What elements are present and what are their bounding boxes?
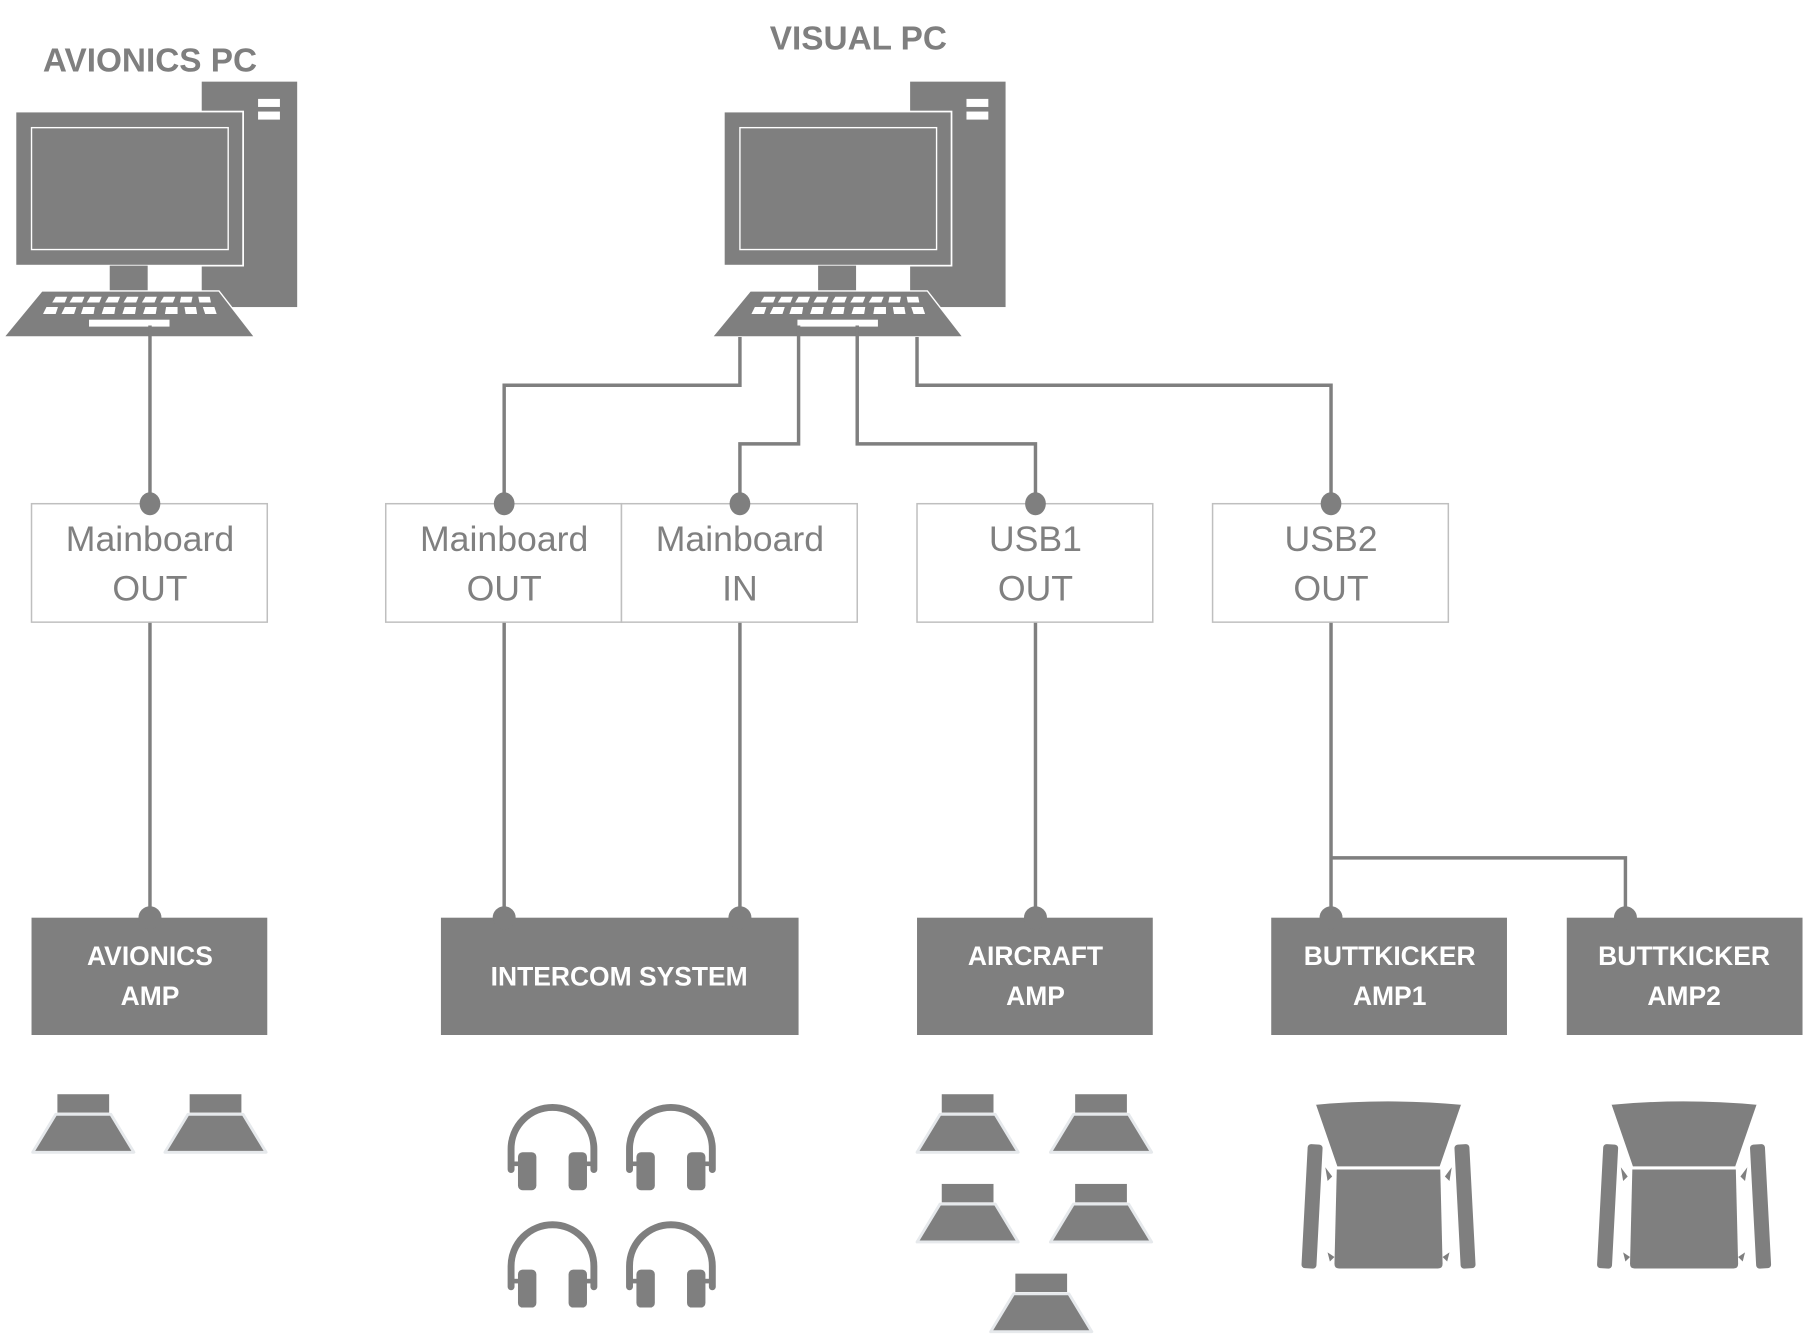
device-buttkicker-amp2[interactable]: BUTTKICKER AMP2 [1566, 906, 1803, 1035]
connector-dot [1025, 492, 1046, 516]
port-label-line1: Mainboard [66, 519, 234, 559]
connector-dot [138, 906, 162, 930]
speaker-icon [1048, 1181, 1154, 1244]
port-label-line1: USB1 [989, 519, 1082, 559]
headphones-icon [630, 1107, 713, 1190]
port-avionics-mainboard-out[interactable]: Mainboard OUT [30, 502, 269, 623]
connector-dot [1023, 906, 1047, 930]
port-label-line1: Mainboard [420, 519, 588, 559]
connector-dot [139, 492, 161, 516]
speaker-icon [989, 1271, 1094, 1334]
port-label-line1: Mainboard [656, 519, 824, 559]
connector-dot [492, 906, 516, 930]
device-label-line2: AMP [121, 981, 180, 1011]
connector-dot [728, 906, 752, 930]
headphones-icon [630, 1225, 713, 1308]
headphones-icon [511, 1225, 594, 1308]
device-avionics-amp[interactable]: AVIONICS AMP [31, 906, 268, 1035]
port-label-line2: OUT [112, 568, 187, 608]
device-label-line1: AVIONICS [87, 941, 213, 971]
speaker-icon [915, 1181, 1020, 1244]
port-label-line2: IN [722, 568, 758, 608]
wire-visual-to-usb2 [915, 336, 1333, 504]
wire-visual-to-mainboard-in [738, 325, 801, 504]
wire-visual-to-usb1 [855, 325, 1038, 504]
port-label-line2: OUT [1293, 568, 1368, 608]
avionics-pc-title: AVIONICS PC [43, 42, 257, 79]
port-label-line2: OUT [467, 568, 542, 608]
connector-dot [1320, 492, 1342, 516]
port-visual-usb2-out[interactable]: USB2 OUT [1211, 502, 1450, 623]
device-buttkicker-amp1[interactable]: BUTTKICKER AMP1 [1271, 906, 1507, 1035]
wire-usb2-to-buttkicker-amp2 [1331, 856, 1628, 918]
connector-dot [493, 492, 515, 516]
connector-dot [1613, 906, 1637, 930]
connection-wires [148, 325, 1628, 918]
device-label-line2: AMP1 [1353, 981, 1426, 1011]
port-label-line2: OUT [998, 568, 1073, 608]
port-visual-mainboard-in[interactable]: Mainboard IN [620, 502, 858, 623]
device-intercom-system[interactable]: INTERCOM SYSTEM [440, 906, 799, 1035]
port-visual-mainboard-out[interactable]: Mainboard OUT [384, 502, 623, 623]
seat-icon [1596, 1099, 1773, 1270]
headphones-icon [511, 1107, 594, 1190]
connector-dot [729, 492, 751, 516]
device-label-line1: BUTTKICKER [1304, 941, 1476, 971]
device-label-line2: AMP2 [1647, 981, 1720, 1011]
speaker-icon [163, 1092, 268, 1154]
visual-pc-computer-icon[interactable] [711, 80, 1007, 338]
device-label-line1: BUTTKICKER [1598, 941, 1770, 971]
device-aircraft-amp[interactable]: AIRCRAFT AMP [917, 906, 1153, 1035]
speaker-icon [915, 1092, 1020, 1154]
device-label-line2: AMP [1006, 981, 1065, 1011]
device-label-line1: INTERCOM SYSTEM [491, 962, 748, 992]
port-label-line1: USB2 [1284, 519, 1377, 559]
avionics-pc-computer-icon[interactable] [3, 80, 299, 338]
speaker-icon [31, 1092, 136, 1154]
connector-dot [1319, 906, 1343, 930]
seat-icon [1300, 1099, 1477, 1270]
visual-pc-title: VISUAL PC [770, 20, 947, 57]
wire-visual-to-mainboard-out [502, 336, 742, 504]
device-label-line1: AIRCRAFT [968, 941, 1103, 971]
speaker-icon [1048, 1092, 1154, 1154]
port-connector-dots [139, 492, 1342, 516]
port-visual-usb1-out[interactable]: USB1 OUT [916, 502, 1154, 623]
